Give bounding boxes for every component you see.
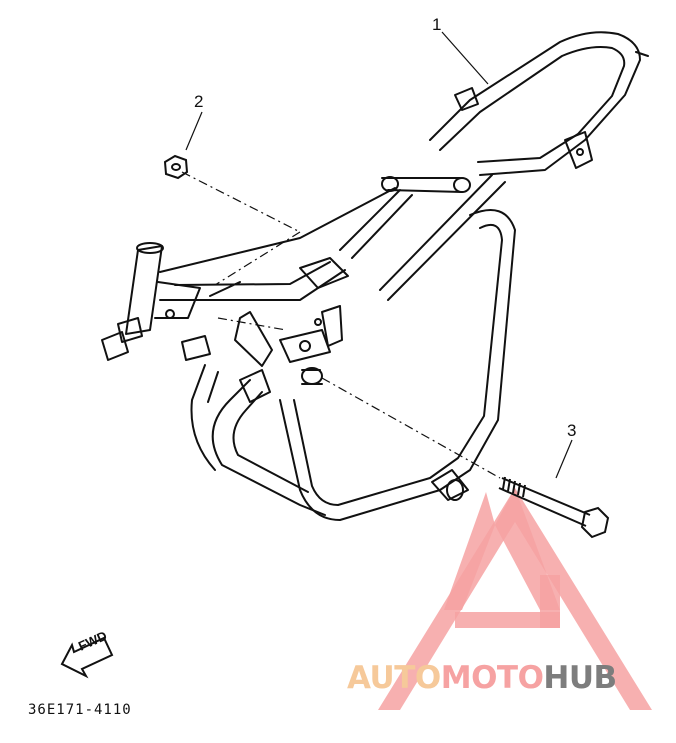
head-pipe-hole [165, 309, 175, 319]
engine-mount-hole [299, 340, 311, 352]
seat-rail-inner [439, 46, 626, 163]
watermark-m-left [444, 492, 495, 610]
bolt-thread [502, 476, 526, 498]
head-pipe-stop-right [117, 317, 143, 343]
watermark-text-hub: HUB [543, 660, 617, 696]
watermark-text: AUTOMOTOHUB [347, 660, 617, 696]
seat-rail-outer [429, 31, 641, 176]
callout-2: 2 [194, 92, 204, 111]
assembly-axis-main [217, 317, 287, 331]
main-spine-web [174, 261, 331, 297]
main-spine-bottom [159, 269, 346, 301]
engine-gusset [234, 311, 273, 367]
watermark-g-hook [540, 575, 560, 628]
watermark-logo [378, 488, 652, 710]
leader-line-3 [555, 439, 573, 479]
rear-mount-hole [576, 148, 584, 156]
bolt-part-3 [498, 476, 610, 539]
right-seat-stay [379, 174, 506, 301]
rear-mount-tab [564, 131, 593, 169]
seat-rail-bracket [454, 87, 479, 111]
front-cradle-outer [211, 379, 326, 516]
rail-end-cap [635, 51, 649, 57]
watermark-text-moto: MOTO [440, 660, 544, 696]
engine-mount-plate [279, 329, 331, 363]
callout-1: 1 [432, 15, 442, 34]
rear-cradle-bushing [446, 479, 464, 501]
callout-3: 3 [567, 421, 577, 440]
head-pipe-body [125, 245, 163, 335]
pivot-sleeve [301, 369, 323, 385]
rear-cradle-bracket [431, 469, 469, 501]
assembly-axis-2 [181, 171, 301, 233]
front-engine-hanger [181, 335, 211, 361]
front-cradle-lower [190, 364, 219, 471]
assembly-axis-3 [321, 377, 501, 479]
front-cradle-mount [239, 369, 271, 403]
bolt-shank [498, 477, 591, 527]
bolt-head [580, 506, 610, 539]
nut-hex [163, 154, 189, 180]
assembly-axis-2b [214, 231, 301, 286]
head-pipe-stop-left [101, 331, 129, 361]
center-bracket-tab [321, 305, 343, 347]
leader-line-1 [441, 31, 489, 85]
watermark-g-bar [455, 612, 560, 628]
head-pipe-top [136, 242, 164, 254]
watermark-triangle [378, 488, 652, 710]
cross-tube-end-right [453, 177, 471, 193]
left-seat-stay [339, 189, 413, 259]
center-bracket-upper [299, 257, 349, 289]
nut-bore [171, 163, 181, 171]
main-spine-top [159, 187, 396, 273]
leader-line-2 [185, 111, 203, 151]
forward-arrow [60, 636, 114, 679]
front-cradle-inner [232, 391, 309, 493]
forward-arrow-shape [60, 636, 114, 679]
rear-cradle-outer [279, 209, 516, 521]
rear-cradle-inner [293, 224, 503, 506]
center-bracket-hole [314, 318, 322, 326]
nut-part-2 [163, 154, 189, 180]
watermark-text-auto: AUTO [347, 660, 441, 696]
cross-tube-end-left [381, 176, 399, 192]
part-code: 36E171-4110 [28, 702, 132, 718]
